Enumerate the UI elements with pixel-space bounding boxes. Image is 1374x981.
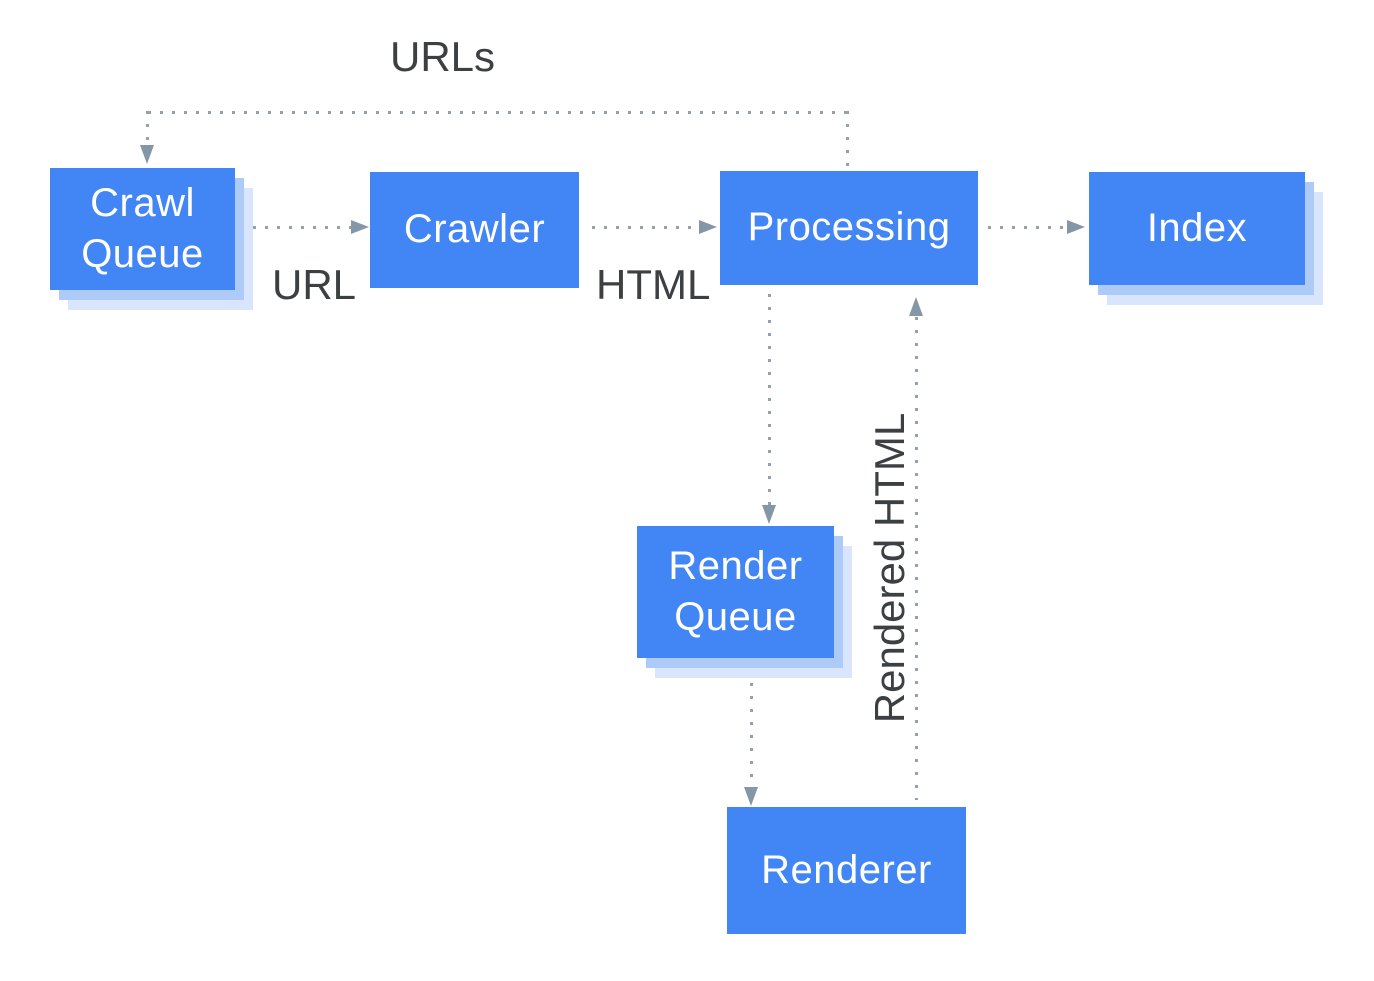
node-index: Index xyxy=(1089,172,1305,285)
connector-crawlqueue-to-crawler xyxy=(253,226,351,229)
connector-urls-right-vertical xyxy=(846,111,849,171)
edge-label-rendered-html: Rendered HTML xyxy=(866,412,913,724)
arrowhead-right-icon xyxy=(1067,220,1085,234)
connector-urls-left-vertical xyxy=(146,111,149,145)
node-crawl-queue: Crawl Queue xyxy=(50,168,235,290)
connector-renderqueue-to-renderer xyxy=(750,670,753,788)
connector-processing-to-index xyxy=(988,226,1066,229)
connector-processing-to-renderqueue xyxy=(768,294,771,506)
node-renderer-label: Renderer xyxy=(761,847,932,892)
edge-label-urls: URLs xyxy=(390,33,496,80)
edge-label-html: HTML xyxy=(596,261,711,308)
node-crawl-queue-label: Crawl Queue xyxy=(81,180,204,276)
node-processing: Processing xyxy=(720,171,978,285)
arrowhead-right-icon xyxy=(351,220,369,234)
node-index-label: Index xyxy=(1146,205,1248,250)
node-crawler-label: Crawler xyxy=(403,207,546,252)
connector-renderer-to-processing xyxy=(915,317,918,800)
node-processing-label: Processing xyxy=(747,205,951,250)
node-render-queue-label: Render Queue xyxy=(668,543,803,639)
node-render-queue: Render Queue xyxy=(637,526,834,658)
arrowhead-down-icon xyxy=(744,787,758,806)
arrowhead-up-icon xyxy=(909,297,923,316)
connector-crawler-to-processing xyxy=(592,226,698,229)
node-renderer: Renderer xyxy=(727,807,966,934)
arrowhead-down-icon xyxy=(762,505,776,524)
arrowhead-down-icon xyxy=(140,145,154,164)
node-crawler: Crawler xyxy=(370,172,579,288)
edge-label-url: URL xyxy=(272,261,357,308)
connector-urls-horizontal xyxy=(148,111,848,114)
arrowhead-right-icon xyxy=(699,220,717,234)
